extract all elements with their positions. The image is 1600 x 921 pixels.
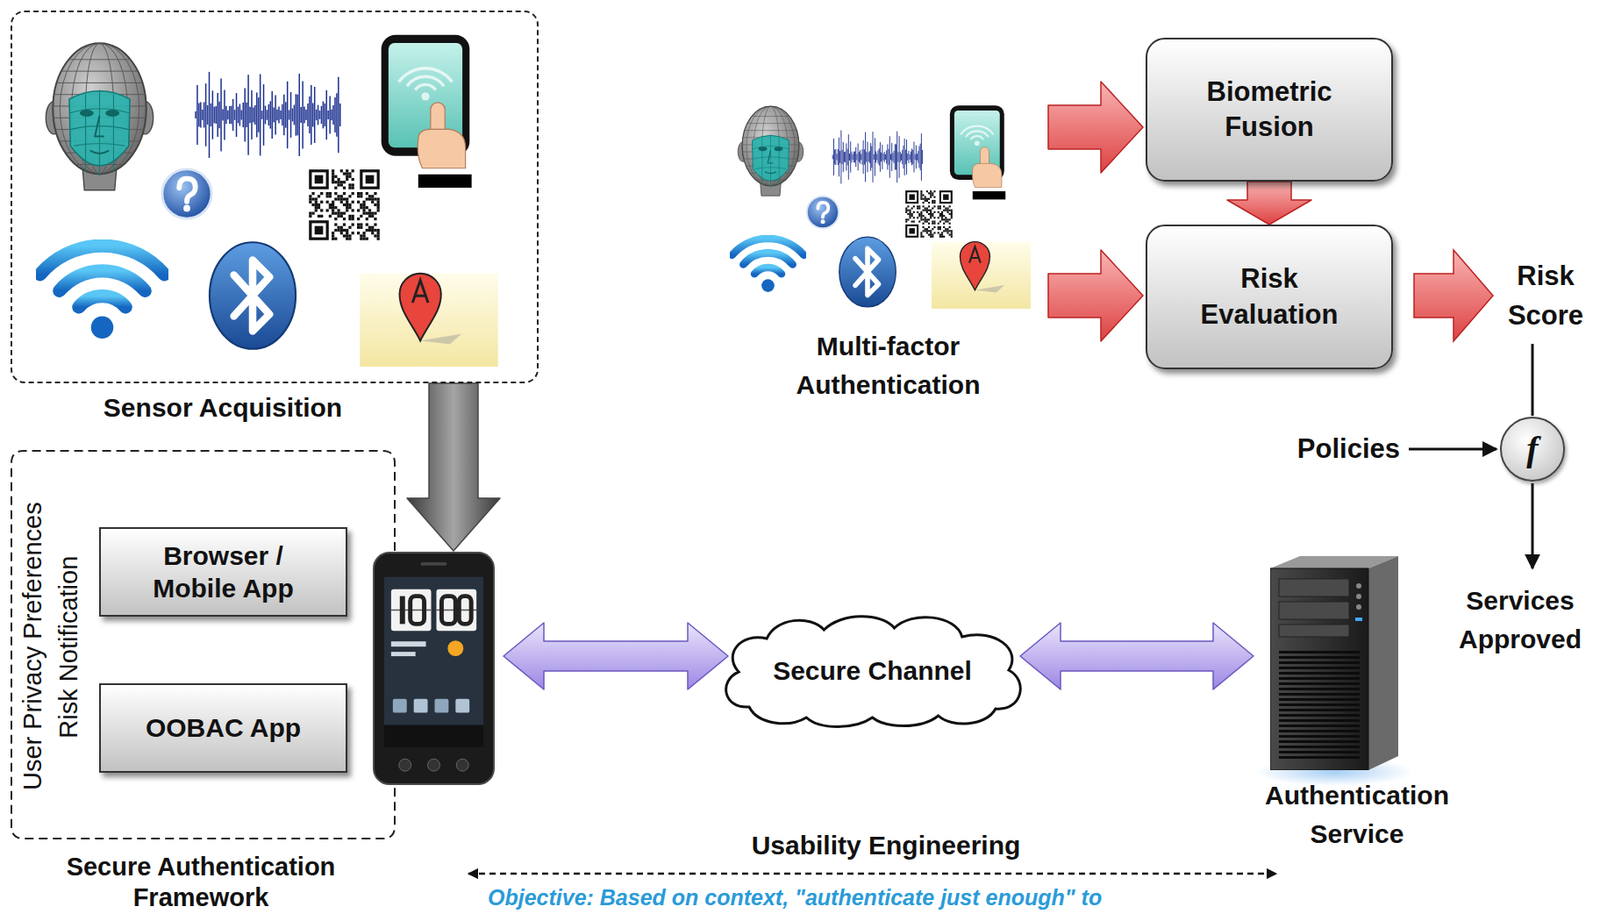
wifi-icon: [732, 238, 805, 293]
box-label: Biometric Fusion: [1181, 74, 1358, 146]
smartphone: [373, 552, 494, 785]
usability-span-arrow: [468, 872, 1277, 876]
function-symbol: f: [1526, 431, 1538, 467]
span-label: Usability Engineering: [666, 828, 1106, 863]
function-circle: f: [1500, 416, 1565, 482]
score-line: [1531, 343, 1535, 416]
factor-cluster: Multi-factor Authentication: [728, 92, 1049, 404]
channel-cloud: Secure Channel: [714, 610, 1031, 730]
qr-code: [903, 188, 955, 240]
group-heading: Sensor Acquisition: [12, 390, 434, 425]
app-box: OOBAC App: [99, 683, 348, 773]
question-icon: [807, 196, 839, 229]
map-pin-icon: [931, 242, 1031, 309]
server-label: Authentication Service: [1234, 776, 1480, 853]
server-tower: [1270, 556, 1399, 771]
process-box: Biometric Fusion: [1145, 37, 1393, 182]
vertical-label: User Privacy Preferences: [17, 501, 47, 791]
cloud-label: Secure Channel: [772, 653, 972, 688]
wifi-icon: [40, 245, 165, 339]
face-icon: [735, 106, 807, 196]
sensor-icons: [40, 35, 499, 367]
vertical-label: Risk Notification: [54, 555, 84, 738]
box-label: Risk Evaluation: [1181, 261, 1358, 333]
approval-label: Services Approved: [1450, 581, 1591, 658]
multifactor-icons: [732, 105, 1031, 309]
qr-code: [306, 166, 383, 243]
group-heading: Multi-factor Authentication: [728, 327, 1049, 404]
framework-group: Secure Authentication FrameworkUser Priv…: [10, 450, 502, 840]
channel-arrow: [1020, 622, 1254, 690]
risk-score-arrow: [1414, 250, 1493, 342]
face-icon: [41, 42, 158, 191]
voice-waveform: [195, 71, 341, 158]
server-group: Authentication Service: [1234, 552, 1480, 856]
question-icon: [162, 169, 212, 219]
acquisition-arrow: [407, 383, 500, 551]
touch-tablet-icon: [381, 35, 472, 188]
process-box: Risk Evaluation: [1145, 224, 1393, 370]
touch-tablet-icon: [950, 105, 1006, 200]
channel-arrow: [503, 622, 729, 690]
group-heading: Secure Authentication Framework: [10, 851, 392, 914]
bluetooth-icon: [209, 242, 296, 350]
map-pin-icon: [359, 273, 499, 367]
factor-arrow: [1048, 250, 1143, 342]
box-label: OOBAC App: [145, 711, 301, 745]
app-box: Browser / Mobile App: [99, 527, 348, 617]
policies-arrow: [1408, 448, 1497, 451]
bluetooth-icon: [839, 236, 896, 308]
factor-arrow: [1048, 81, 1143, 173]
voice-waveform: [832, 130, 922, 185]
cloud-outline: [726, 616, 1022, 728]
sensor-group: Sensor Acquisition: [10, 10, 539, 384]
dashed-outline: [11, 450, 395, 839]
box-label: Browser / Mobile App: [131, 539, 316, 606]
score-label: Risk Score: [1494, 257, 1597, 336]
approval-arrow: [1531, 483, 1535, 569]
policies-label: Policies: [1263, 431, 1400, 467]
dashed-outline: [10, 450, 502, 840]
fusion-arrow: [1227, 181, 1312, 225]
objective-note: Objective: Based on context, "authentica…: [487, 884, 1278, 911]
